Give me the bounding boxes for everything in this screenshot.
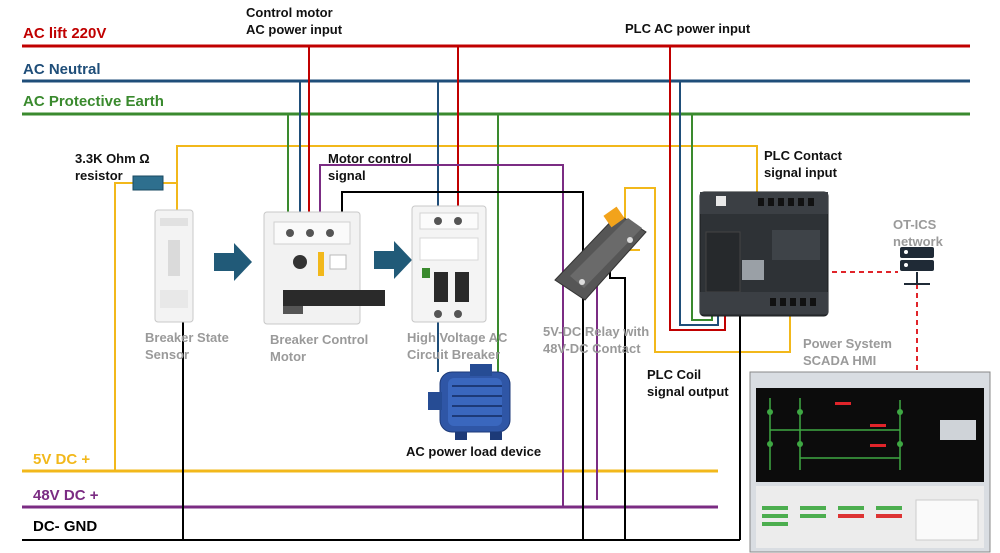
circuit-breaker-icon [411,205,487,323]
rail-label-ac-pe: AC Protective Earth [23,93,164,110]
label-plc-ac-power: PLC AC power input [625,21,751,36]
relay-icon [554,206,647,301]
rail-label-ac-lift: AC lift 220V [23,25,107,42]
wires-gnd [182,191,741,540]
label-ac-load: AC power load device [406,444,542,459]
rail-label-48v: 48V DC + [33,487,99,504]
breaker-control-motor-icon [263,211,385,325]
plc-icon [699,191,829,317]
arrow-right-icon [214,243,252,281]
network-switch-icon [900,247,934,285]
rail-label-5v: 5V DC + [33,451,91,468]
motor-icon [428,364,511,440]
hmi-screen-icon [749,371,991,553]
arrow-right-icon [374,241,412,279]
wires-ac-lift [308,46,726,331]
rail-label-ac-neutral: AC Neutral [23,61,101,78]
resistor-icon [132,175,164,191]
sensor-icon [154,209,194,323]
wires-ac-pe [287,114,713,388]
rail-label-gnd: DC- GND [33,518,98,535]
wires-ac-neutral [299,81,719,372]
